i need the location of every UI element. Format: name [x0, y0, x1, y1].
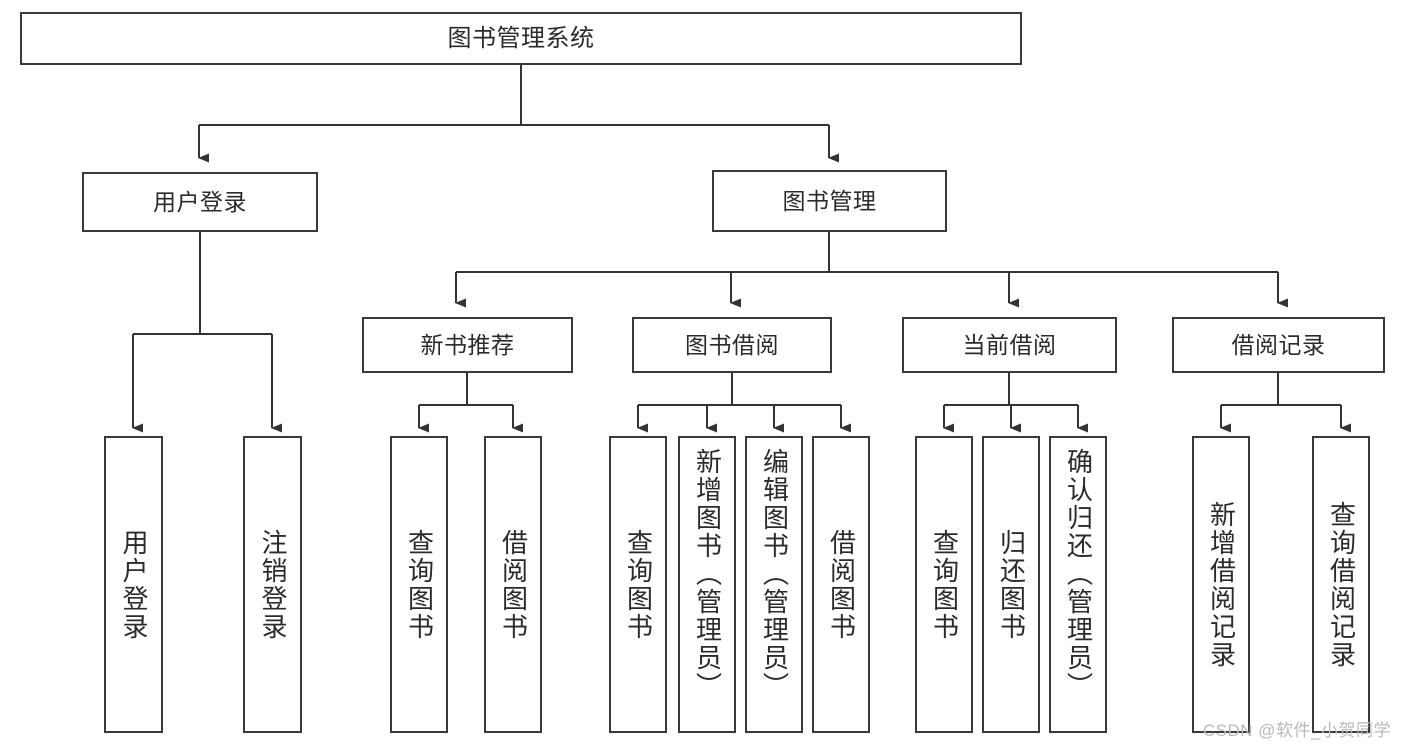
- node-label: 归还图书: [996, 528, 1027, 641]
- node-label: 借阅图书: [826, 528, 857, 641]
- node-label: 编辑图书（管理员）: [759, 448, 790, 700]
- node-label: 确认归还（管理员）: [1063, 448, 1094, 700]
- watermark-text: CSDN @软件_小贺同学: [1202, 721, 1391, 740]
- leaf-user-login[interactable]: 用户登录: [104, 436, 163, 733]
- leaf-logout-login[interactable]: 注销登录: [243, 436, 302, 733]
- node-label: 当前借阅: [962, 331, 1057, 358]
- node-book-borrow[interactable]: 图书借阅: [632, 317, 832, 373]
- leaf-query-borrow-record[interactable]: 查询借阅记录: [1312, 436, 1370, 733]
- node-label: 用户登录: [153, 188, 247, 215]
- leaf-add-book-admin[interactable]: 新增图书（管理员）: [678, 436, 736, 733]
- node-label: 新书推荐: [420, 331, 515, 358]
- node-label: 借阅图书: [498, 528, 529, 641]
- node-label: 查询图书: [404, 528, 435, 641]
- node-user-login[interactable]: 用户登录: [82, 172, 318, 232]
- node-label: 查询借阅记录: [1326, 500, 1357, 669]
- node-label: 图书管理: [782, 187, 877, 214]
- leaf-borrow-book-new-rec[interactable]: 借阅图书: [484, 436, 542, 733]
- node-borrow-record[interactable]: 借阅记录: [1172, 317, 1385, 373]
- leaf-borrow-book-borrow[interactable]: 借阅图书: [812, 436, 870, 733]
- leaf-return-book[interactable]: 归还图书: [982, 436, 1040, 733]
- leaf-confirm-return-admin[interactable]: 确认归还（管理员）: [1049, 436, 1107, 733]
- leaf-query-book-new-rec[interactable]: 查询图书: [390, 436, 448, 733]
- node-label: 用户登录: [119, 528, 150, 641]
- node-label: 查询图书: [929, 528, 960, 641]
- node-root-system[interactable]: 图书管理系统: [20, 12, 1022, 65]
- leaf-edit-book-admin[interactable]: 编辑图书（管理员）: [745, 436, 803, 733]
- node-book-manage[interactable]: 图书管理: [712, 170, 947, 232]
- leaf-query-book-current[interactable]: 查询图书: [915, 436, 973, 733]
- node-current-borrow[interactable]: 当前借阅: [902, 317, 1117, 373]
- leaf-query-book-borrow[interactable]: 查询图书: [609, 436, 667, 733]
- node-label: 图书借阅: [685, 331, 779, 358]
- node-new-book-rec[interactable]: 新书推荐: [362, 317, 573, 373]
- node-label: 新增图书（管理员）: [692, 448, 723, 700]
- node-label: 查询图书: [623, 528, 654, 641]
- node-label: 注销登录: [258, 528, 289, 641]
- node-label: 新增借阅记录: [1206, 500, 1237, 669]
- leaf-add-borrow-record[interactable]: 新增借阅记录: [1192, 436, 1250, 733]
- node-label: 借阅记录: [1231, 331, 1326, 358]
- node-label: 图书管理系统: [447, 24, 595, 52]
